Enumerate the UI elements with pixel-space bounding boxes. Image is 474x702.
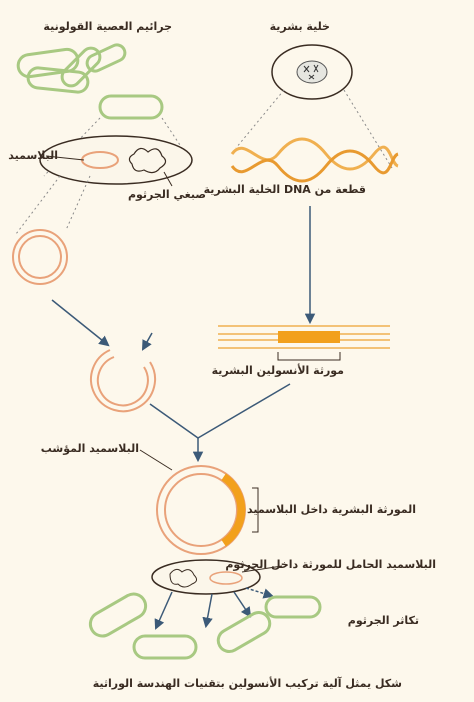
arrow-plasmid-to-cut <box>51 299 110 347</box>
inserted-gene-segment <box>221 473 246 547</box>
isolated-plasmid <box>12 229 68 285</box>
zoom-lines-cell <box>235 89 393 169</box>
human-dna-label: قطعة من DNA الخلية البشرية <box>203 183 366 196</box>
recombinant-plasmid-label: البلاسميد المؤشب <box>40 442 139 455</box>
chromosome-label: صبغي الجرثوم <box>127 188 206 201</box>
zoom-lines-plasmid <box>15 175 91 235</box>
arrow-gene-insert <box>141 332 153 351</box>
recombinant-pointer <box>139 449 173 471</box>
insulin-gene-block <box>278 331 340 343</box>
human-cell-label: خلية بشرية <box>269 20 330 33</box>
plasmid-label: البلاسميد <box>8 149 58 162</box>
dna-helix <box>230 137 399 183</box>
converging-arrows <box>149 383 291 463</box>
gene-in-plasmid-label: المورثة البشرية داخل البلاسميد <box>247 503 416 516</box>
dividing-arrows <box>154 587 275 630</box>
insulin-gene-label: مورثة الأنسولين البشرية <box>211 364 344 377</box>
multiplied-bacteria <box>88 592 322 660</box>
bacterium-pointer <box>241 565 283 573</box>
ecoli-bacteria-cluster <box>16 43 164 120</box>
plasmid-in-bacterium-label: البلاسميد الحامل للمورثة داخل الجرثوم <box>225 558 436 571</box>
bacterial-chromosome <box>128 147 167 174</box>
figure-caption: شكل يمثل آلية تركيب الأنسولين بتقنيات ال… <box>92 677 402 690</box>
bacteria-multiply-label: تكاثر الجرثوم <box>347 614 419 627</box>
ecoli-bacteria-label: جرائيم العصية القولونية <box>43 20 172 33</box>
cell-nucleus <box>296 60 328 84</box>
gene-bracket <box>277 352 341 361</box>
plasmid-pointer <box>45 155 85 161</box>
cut-plasmid <box>90 349 157 413</box>
bacterium-with-plasmid <box>151 559 261 595</box>
dna-strand-with-gene <box>218 325 390 349</box>
human-cell <box>271 44 353 100</box>
enlarged-bacterium <box>39 135 193 185</box>
recombinant-plasmid <box>156 465 246 555</box>
gene-in-plasmid-bracket <box>252 487 259 533</box>
chromosome-pointer <box>163 171 173 187</box>
